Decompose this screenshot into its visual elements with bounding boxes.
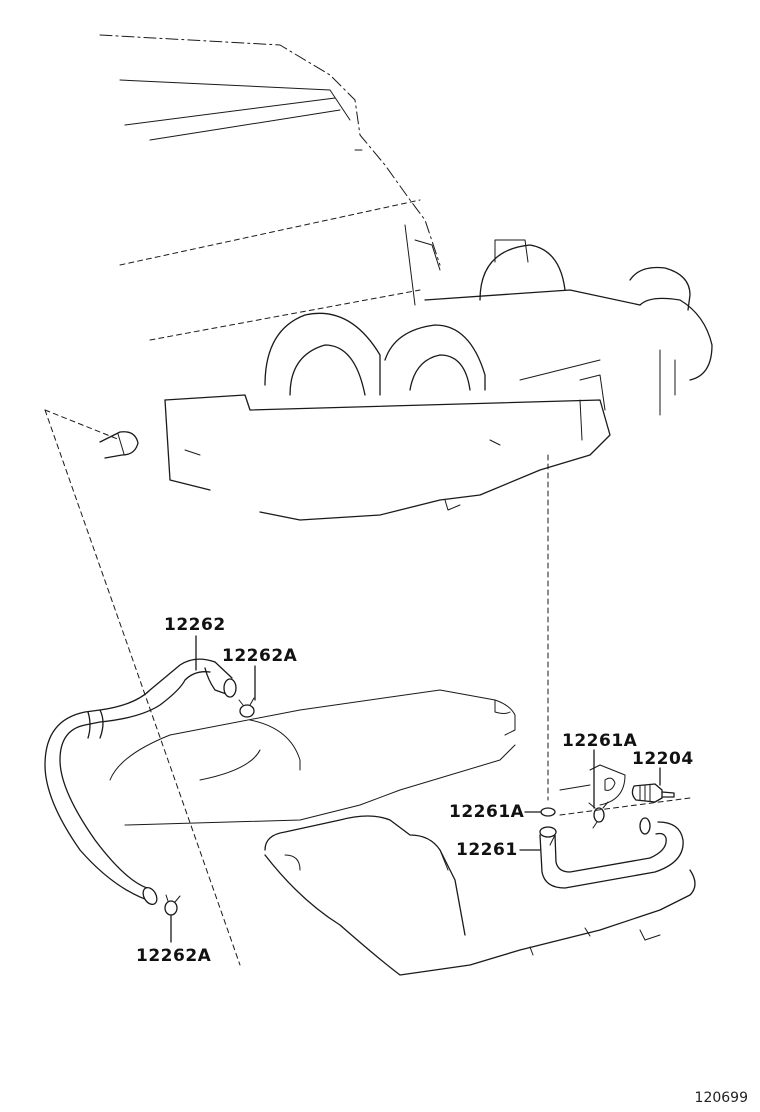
hose-12261	[539, 817, 684, 889]
clamp-12261A-right	[588, 801, 609, 829]
intake-manifold	[44, 34, 713, 521]
reference-lines	[44, 409, 691, 966]
valve-cover	[264, 764, 696, 976]
cylinder-head-cover	[109, 689, 516, 826]
clamp-12262A-upper	[238, 697, 255, 718]
callout-12261: 12261	[456, 840, 518, 860]
pcv-valve-12204	[631, 783, 675, 803]
clamp-12262A-lower	[164, 894, 181, 916]
callout-12261A-left: 12261A	[449, 802, 525, 822]
callout-12204: 12204	[632, 749, 694, 769]
leader-lines	[170, 635, 661, 943]
hose-12262	[44, 658, 237, 906]
illustration-id: 120699	[694, 1090, 748, 1106]
callout-12262A-upper: 12262A	[222, 646, 298, 666]
callout-12261A-top: 12261A	[562, 731, 638, 751]
clamp-12261A-left	[540, 807, 556, 817]
callout-12262A-lower: 12262A	[136, 946, 212, 966]
callout-12262: 12262	[164, 615, 226, 635]
